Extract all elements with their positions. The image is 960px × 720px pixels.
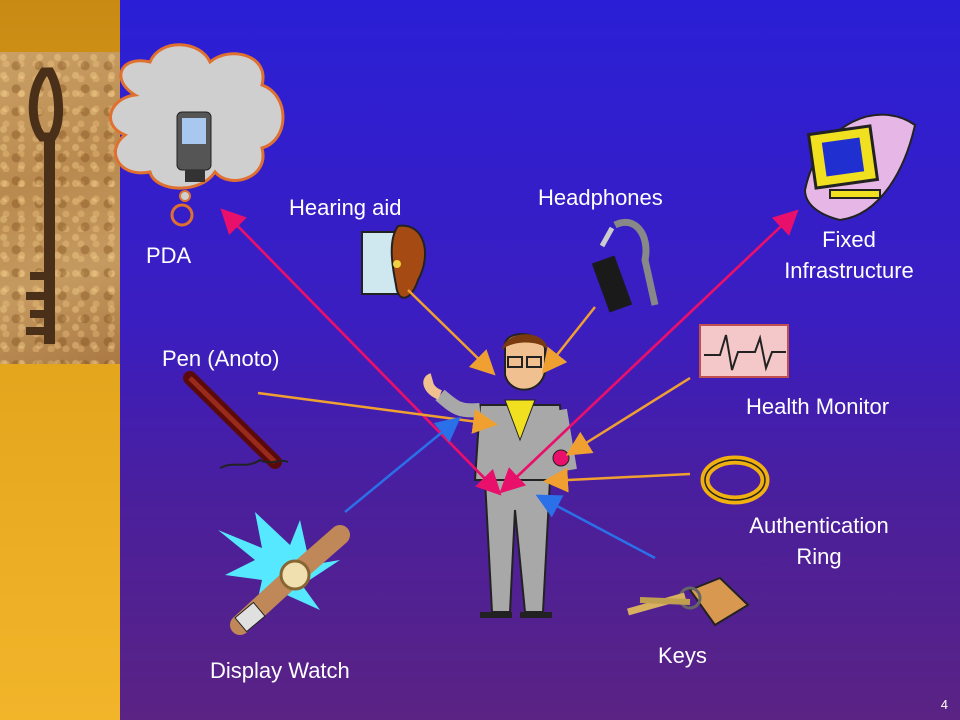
health-monitor-arrow	[565, 376, 691, 456]
authentication-ring-label-line2: Ring	[796, 544, 842, 569]
page-number: 4	[940, 697, 948, 712]
display-watch-label: Display Watch	[210, 658, 350, 683]
headphones-icon	[591, 219, 659, 313]
headphones-arrow	[541, 306, 596, 374]
authentication-ring-label: Authentication Ring	[730, 510, 908, 572]
antique-key-icon	[26, 67, 64, 344]
hearing-aid-arrow	[407, 289, 496, 376]
person-figure	[423, 333, 577, 618]
fixed-infrastructure-label-line1: Fixed	[822, 227, 876, 252]
ring-arrow	[543, 467, 691, 493]
watch-arrow	[344, 416, 461, 513]
watch-icon	[218, 512, 350, 635]
keys-icon	[627, 576, 750, 627]
infrastructure-arrow-in	[499, 212, 796, 494]
pen-icon	[183, 371, 289, 469]
keys-arrow	[535, 494, 656, 560]
computer-icon	[803, 113, 917, 222]
pda-icon	[109, 43, 285, 227]
pda-arrow-in	[223, 211, 502, 496]
hearing-aid-icon	[361, 224, 426, 299]
headphones-label: Headphones	[538, 185, 663, 210]
fixed-infrastructure-label: Fixed Infrastructure	[766, 224, 932, 286]
health-monitor-label: Health Monitor	[746, 394, 890, 419]
hearing-aid-label: Hearing aid	[289, 195, 402, 220]
fixed-infrastructure-label-line2: Infrastructure	[784, 258, 914, 283]
ring-icon	[700, 455, 770, 505]
sidebar-strip	[0, 0, 120, 720]
keys-label: Keys	[658, 643, 707, 668]
key-photo	[0, 52, 120, 364]
authentication-ring-label-line1: Authentication	[749, 513, 889, 538]
pda-label: PDA	[146, 243, 192, 268]
health-monitor-icon	[699, 324, 789, 378]
pen-label: Pen (Anoto)	[162, 346, 280, 371]
